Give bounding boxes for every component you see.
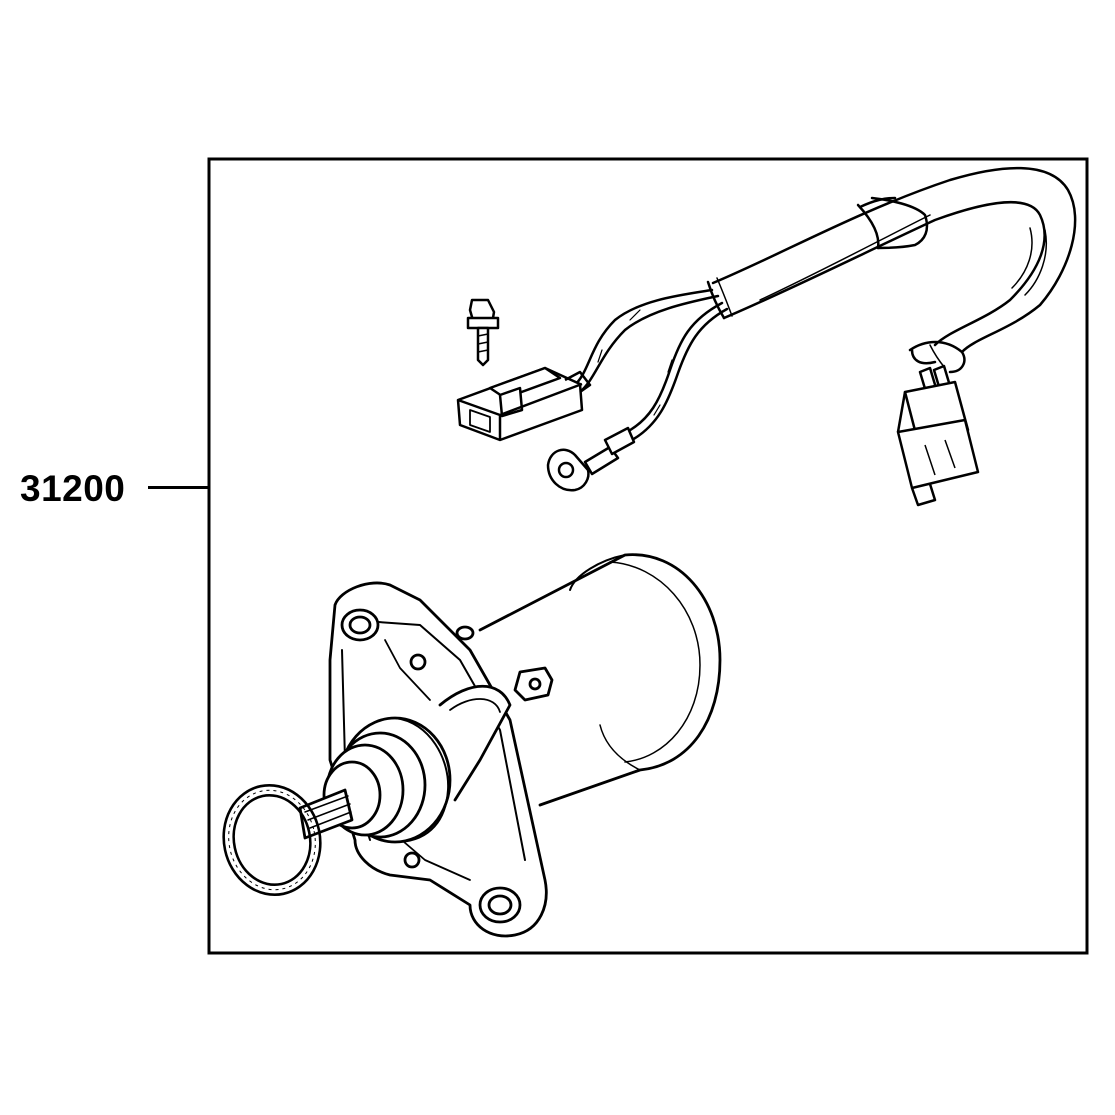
diagram-frame xyxy=(207,157,1089,955)
ring-terminal-icon xyxy=(546,426,636,492)
o-ring-icon xyxy=(222,783,322,897)
leader-line xyxy=(148,486,209,489)
part-number-label: 31200 xyxy=(20,468,126,509)
wire-harness-icon xyxy=(573,166,1077,442)
starter-motor-icon xyxy=(298,553,722,938)
bolt-icon xyxy=(466,298,500,367)
connector-icon xyxy=(456,366,592,442)
connector-icon xyxy=(896,364,980,507)
